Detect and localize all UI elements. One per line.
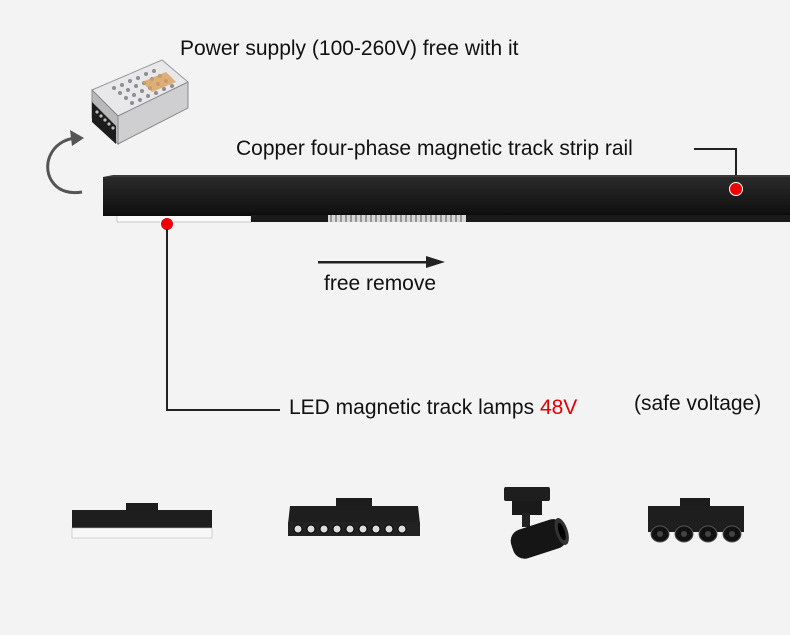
rail-leader-horizontal [694, 148, 737, 150]
magnetic-track-rail [103, 175, 790, 223]
power-supply-image [91, 59, 189, 146]
rail-leader-vertical [735, 148, 737, 186]
rail-label: Copper four-phase magnetic track strip r… [236, 137, 633, 160]
lamp-leader-vertical [166, 229, 168, 411]
led-lamps-text: LED magnetic track lamps [289, 396, 540, 419]
led-voltage-value: 48V [539, 396, 578, 419]
power-supply-label: Power supply (100-260V) free with it [180, 37, 519, 60]
four-head-grille-lamp-image [648, 498, 744, 543]
lamp-leader-horizontal [166, 409, 280, 411]
track-spotlight-image [504, 487, 569, 559]
led-lamps-label: LED magnetic track lamps 48V [289, 397, 577, 418]
linear-grille-lamp-image [288, 498, 420, 536]
free-remove-label: free remove [324, 272, 437, 295]
rail-marker-dot [729, 182, 743, 196]
safe-voltage-label: (safe voltage) [634, 392, 762, 415]
curved-arrow-icon [46, 130, 84, 195]
linear-flood-lamp-image [71, 503, 213, 539]
right-arrow-icon [318, 256, 445, 268]
